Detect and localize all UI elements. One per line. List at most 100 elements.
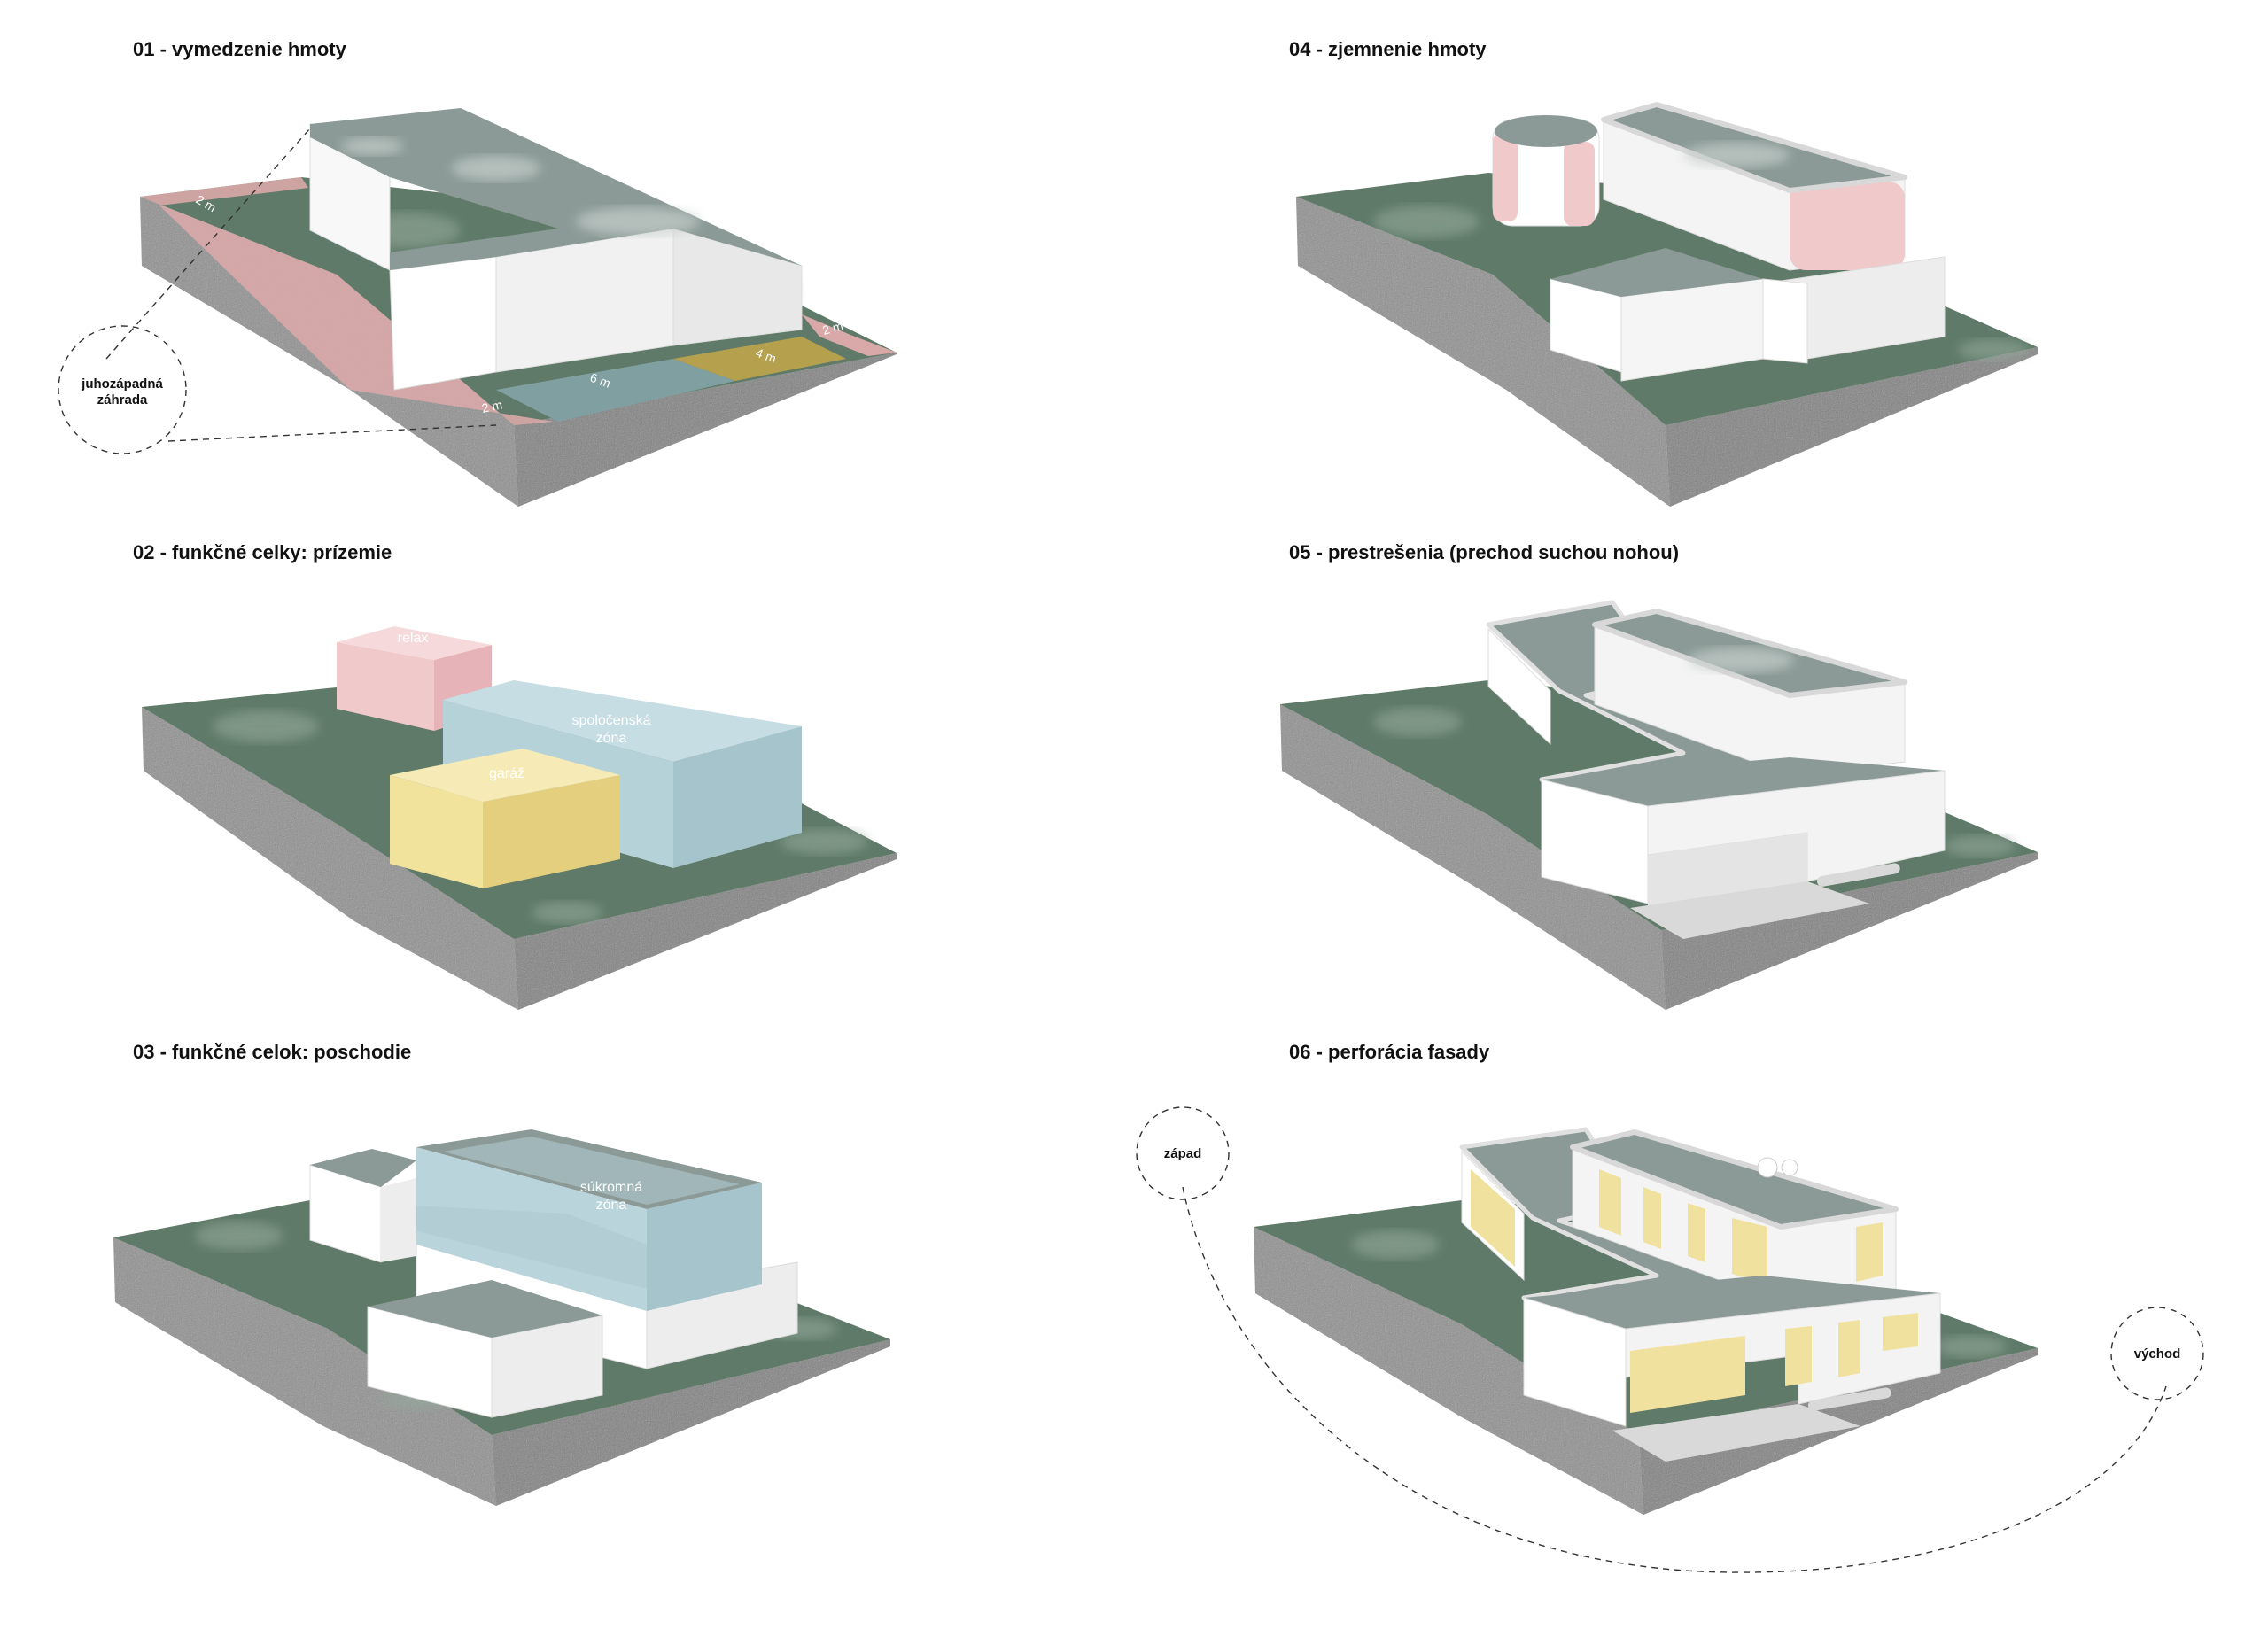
- lower-roof: [1524, 1276, 1940, 1329]
- mass-upper: [1601, 102, 1907, 271]
- roof-skylight: [1781, 1159, 1798, 1176]
- zone-private: súkromná zóna: [416, 1129, 762, 1311]
- roof-cloud: [1688, 648, 1794, 672]
- soil-front-texture: [514, 353, 897, 507]
- callout-circle: [58, 325, 187, 454]
- box-side: [381, 1178, 416, 1262]
- roof-skylight: [1757, 1157, 1778, 1178]
- panel-title-02: 02 - funkčné celky: prízemie: [133, 541, 392, 563]
- roof-cloud: [341, 137, 403, 155]
- zone-label-private-line2: zóna: [596, 1198, 627, 1213]
- window-pane: [1471, 1169, 1515, 1267]
- window-pane: [1856, 1222, 1883, 1282]
- pavilion-roof: [1495, 115, 1597, 147]
- panel-04-diagram: [1296, 102, 2038, 507]
- soil-front-texture: [514, 853, 897, 1010]
- lawn-highlight: [1958, 339, 2029, 361]
- dim-label-middle: 6 m: [588, 370, 612, 391]
- private-front: [416, 1147, 647, 1311]
- upper-pink-end: [1790, 182, 1905, 270]
- relax-front: [337, 642, 434, 731]
- pavilion-pink-right: [1564, 142, 1595, 226]
- roof-cloud: [1683, 143, 1790, 167]
- lawn-highlight: [1373, 708, 1462, 736]
- lawn-highlight: [1351, 1230, 1440, 1259]
- main-mass: [309, 108, 803, 391]
- lower-rear: [1762, 278, 1808, 364]
- garage-front: [390, 775, 483, 888]
- panel-title-03: 03 - funkčné celok: poschodie: [133, 1041, 411, 1063]
- zone-label-relax: relax: [398, 631, 429, 646]
- soil-front-texture: [1666, 347, 2038, 507]
- lawn-highlight: [1936, 1336, 2007, 1357]
- parking-slot: [1807, 1387, 1891, 1411]
- pad-4m: [673, 337, 846, 381]
- soil-side-texture: [1254, 1227, 1643, 1515]
- dim-label-right: 4 m: [754, 345, 778, 366]
- private-top-glass: [443, 1137, 740, 1205]
- zone-garage: garáž: [390, 749, 620, 888]
- west-circle: [1136, 1106, 1230, 1200]
- pad-6m: [496, 359, 735, 422]
- lawn-highlight: [195, 1222, 284, 1250]
- window-pane: [1630, 1336, 1745, 1413]
- window-pane: [1883, 1313, 1918, 1351]
- lower-roof: [1542, 757, 1945, 806]
- window-pane: [1599, 1169, 1621, 1236]
- lawn-highlight: [780, 829, 868, 854]
- mass-back-box: [309, 1149, 416, 1263]
- east-circle: [2110, 1307, 2204, 1400]
- lawn-highlight: [532, 902, 602, 923]
- lower-roof: [1550, 248, 1763, 297]
- ground-front-side: [491, 1315, 603, 1418]
- panel-title-06: 06 - perforácia fasady: [1289, 1041, 1490, 1063]
- panel-05-diagram: [1280, 600, 2038, 1010]
- zone-label-private-line1: súkromná: [580, 1180, 642, 1195]
- window-pane: [1838, 1320, 1860, 1377]
- callout-label-line1: juhozápadná: [81, 376, 163, 392]
- forecourt: [1612, 1404, 1860, 1462]
- mass-upper: [1570, 1129, 1899, 1303]
- pavilion-pink-left: [1493, 133, 1518, 221]
- mass-pavilion: [1492, 115, 1600, 227]
- box-top: [310, 1149, 416, 1187]
- panel-title-01: 01 - vymedzenie hmoty: [133, 38, 347, 60]
- soil-side-texture: [1296, 197, 1670, 507]
- soil-front-texture: [1661, 852, 2038, 1010]
- mass-lower: [1541, 757, 1946, 939]
- lawn-highlight: [1945, 835, 2016, 857]
- lawn-highlight: [1373, 206, 1480, 237]
- mass-upper: [1592, 609, 1907, 776]
- forecourt: [1630, 881, 1869, 939]
- dim-label-front-left: 2 m: [480, 397, 503, 415]
- zone-label-social-line2: zóna: [596, 731, 627, 746]
- garage-top: [390, 749, 620, 802]
- sun-path-arc: [1182, 1186, 2167, 1573]
- mass-lower: [1550, 248, 1946, 382]
- panel-title-04: 04 - zjemnenie hmoty: [1289, 38, 1487, 60]
- zone-label-garage: garáž: [489, 766, 524, 781]
- window-pane: [1643, 1187, 1661, 1249]
- soil-side-texture: [1280, 704, 1666, 1010]
- soil-side-texture: [142, 707, 518, 1010]
- soil-side-texture: [113, 1237, 496, 1506]
- ground-front-top: [368, 1280, 602, 1338]
- soil-front-texture: [1639, 1348, 2038, 1515]
- lawn-highlight: [213, 710, 319, 742]
- panel-02-diagram: relax spoločenská zóna garáž: [142, 626, 897, 1010]
- social-top: [443, 680, 802, 762]
- roof-cloud: [576, 207, 700, 236]
- social-face-side: [673, 726, 802, 868]
- parking-slot: [1816, 863, 1900, 887]
- window-pane: [1785, 1326, 1812, 1386]
- path-strip-right: [802, 314, 897, 356]
- dim-label-back-right: 2 m: [821, 318, 845, 337]
- mass-ground: [367, 1230, 798, 1418]
- garage-side: [483, 775, 620, 888]
- window-pane: [1732, 1218, 1767, 1284]
- panel-06-diagram: západ východ: [1136, 1106, 2204, 1573]
- panel-03-diagram: súkromná zóna: [113, 1129, 890, 1506]
- lower-front: [1523, 1297, 1627, 1427]
- callout-label-line2: záhrada: [97, 392, 148, 407]
- zone-label-social-line1: spoločenská: [572, 713, 651, 728]
